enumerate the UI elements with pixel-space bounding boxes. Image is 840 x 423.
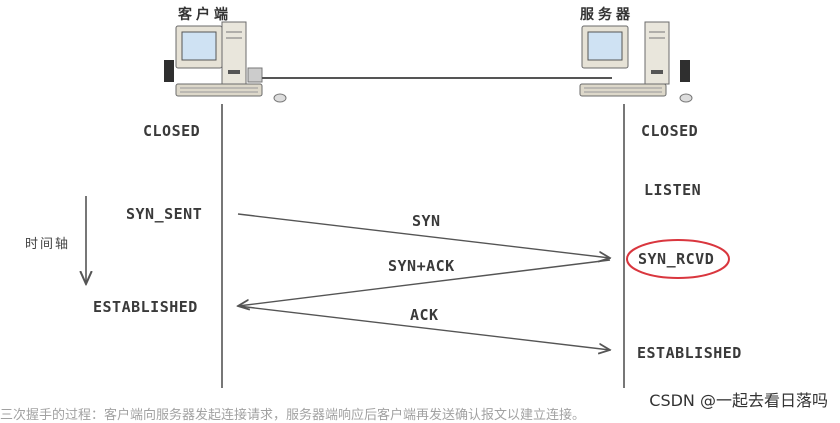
syn-ack-arrow — [238, 259, 611, 306]
syn-arrow — [237, 213, 610, 258]
client-state-closed: CLOSED — [143, 122, 201, 140]
server-title: 服务器 — [580, 7, 634, 23]
message-label-syn: SYN — [412, 212, 441, 230]
client-title: 客户端 — [178, 7, 232, 23]
csdn-watermark: CSDN @一起去看日落吗 — [649, 391, 828, 410]
server-state-established: ESTABLISHED — [637, 344, 742, 362]
server-computer-icon — [579, 21, 693, 103]
ack-arrow — [237, 305, 610, 350]
server-state-listen: LISTEN — [644, 181, 702, 199]
cutoff-caption: 三次握手的过程：客户端向服务器发起连接请求，服务器端响应后客户端再发送确认报文以… — [0, 408, 586, 423]
server-state-closed: CLOSED — [641, 122, 699, 140]
client-computer-icon — [164, 21, 287, 103]
client-state-syn-sent: SYN_SENT — [126, 205, 203, 223]
syn-rcvd-highlight — [626, 239, 730, 279]
time-axis-label: 时间轴 — [25, 237, 71, 252]
message-label-syn-ack: SYN+ACK — [388, 257, 455, 275]
message-label-ack: ACK — [410, 306, 439, 324]
server-state-syn-rcvd: SYN_RCVD — [638, 250, 715, 268]
client-state-established: ESTABLISHED — [93, 298, 198, 316]
